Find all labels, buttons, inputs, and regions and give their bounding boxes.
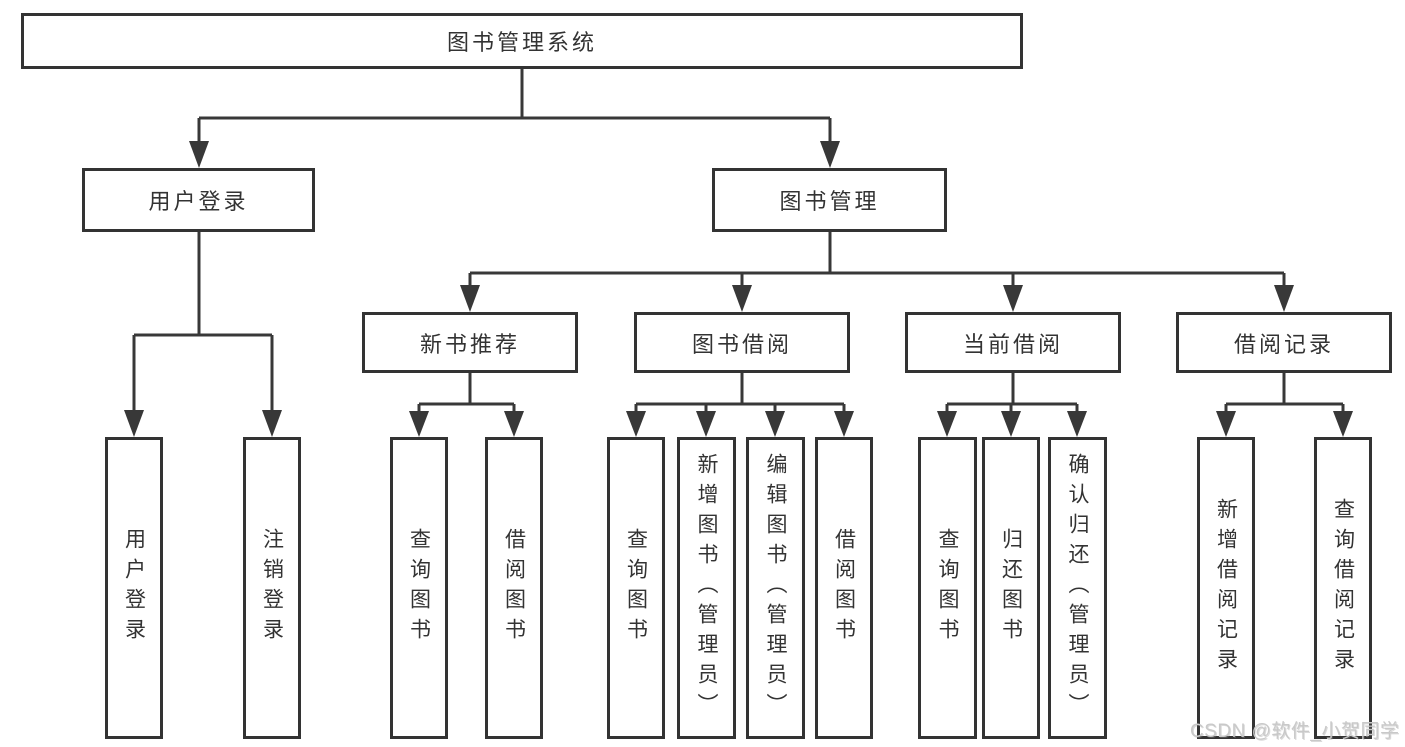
- leaf-borrowing-query-book: 查询图书: [607, 437, 665, 739]
- leaf-borrowing-borrow-book: 借阅图书: [815, 437, 873, 739]
- leaf-query-borrow-record: 查询借阅记录: [1314, 437, 1372, 739]
- leaf-add-borrow-record: 新增借阅记录: [1197, 437, 1255, 739]
- node-book-management-label: 图书管理: [779, 189, 880, 214]
- node-borrow-records-label: 借阅记录: [1233, 331, 1334, 357]
- node-new-book-recommend-label: 新书推荐: [419, 331, 520, 357]
- leaf-add-book-admin: 新增图书（管理员）: [677, 437, 736, 739]
- node-library-system: 图书管理系统: [21, 13, 1023, 69]
- leaf-return-book: 归还图书: [982, 437, 1040, 739]
- node-current-borrowing: 当前借阅: [905, 312, 1121, 373]
- leaf-return-book-label: 归还图书: [999, 528, 1023, 648]
- leaf-recommend-borrow-book: 借阅图书: [485, 437, 543, 739]
- leaf-borrowing-query-book-label: 查询图书: [624, 528, 648, 648]
- node-book-borrowing-label: 图书借阅: [691, 331, 792, 357]
- leaf-recommend-query-book-label: 查询图书: [407, 528, 431, 648]
- leaf-edit-book-admin: 编辑图书（管理员）: [746, 437, 805, 739]
- node-book-borrowing: 图书借阅: [634, 312, 850, 373]
- leaf-confirm-return-admin: 确认归还（管理员）: [1048, 437, 1107, 739]
- node-current-borrowing-label: 当前借阅: [962, 331, 1063, 357]
- leaf-current-query-book: 查询图书: [918, 437, 977, 739]
- leaf-user-login-label: 用户登录: [122, 528, 146, 648]
- node-library-system-label: 图书管理系统: [446, 30, 597, 55]
- leaf-logout: 注销登录: [243, 437, 301, 739]
- node-borrow-records: 借阅记录: [1176, 312, 1392, 373]
- leaf-add-borrow-record-label: 新增借阅记录: [1214, 498, 1238, 678]
- leaf-confirm-return-admin-label: 确认归还（管理员）: [1066, 453, 1089, 723]
- leaf-logout-label: 注销登录: [260, 528, 284, 648]
- leaf-current-query-book-label: 查询图书: [936, 528, 959, 648]
- csdn-watermark: CSDN @软件_小贺同学: [1190, 721, 1400, 742]
- leaf-query-borrow-record-label: 查询借阅记录: [1331, 498, 1355, 678]
- leaf-recommend-borrow-book-label: 借阅图书: [502, 528, 526, 648]
- node-new-book-recommend: 新书推荐: [362, 312, 578, 373]
- leaf-recommend-query-book: 查询图书: [390, 437, 448, 739]
- leaf-edit-book-admin-label: 编辑图书（管理员）: [764, 453, 787, 723]
- leaf-borrowing-borrow-book-label: 借阅图书: [832, 528, 856, 648]
- node-user-login-label: 用户登录: [148, 189, 249, 214]
- leaf-add-book-admin-label: 新增图书（管理员）: [695, 453, 718, 723]
- node-user-login: 用户登录: [82, 168, 315, 232]
- leaf-user-login: 用户登录: [105, 437, 163, 739]
- node-book-management: 图书管理: [712, 168, 947, 232]
